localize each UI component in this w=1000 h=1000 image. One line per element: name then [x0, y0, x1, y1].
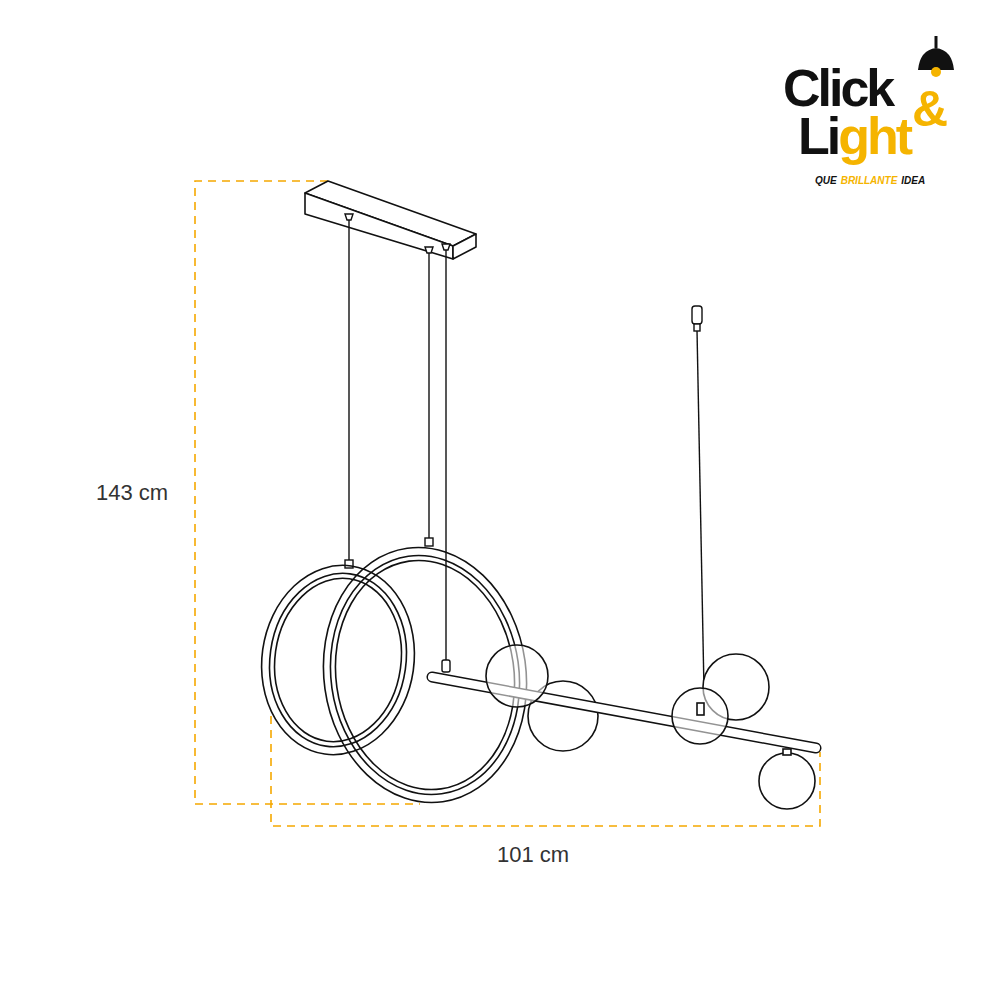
logo-word: ght [838, 110, 910, 162]
logo-tagline: BRILLANTE [841, 176, 898, 186]
suspension-wires [345, 214, 704, 690]
logo-lamp-icon [918, 36, 954, 77]
globes-back [528, 654, 815, 809]
logo-word: Li [798, 110, 838, 162]
logo-ampersand: & [912, 84, 948, 134]
width-dimension: 101 cm [497, 844, 569, 866]
dimension-lines [195, 181, 820, 826]
globes-front [486, 645, 728, 744]
height-dimension: 143 cm [96, 482, 168, 504]
logo-tagline: QUE [815, 176, 837, 186]
logo-word: Click [783, 62, 892, 114]
logo-tagline: IDEA [901, 176, 925, 186]
ceiling-canopy [305, 181, 476, 259]
